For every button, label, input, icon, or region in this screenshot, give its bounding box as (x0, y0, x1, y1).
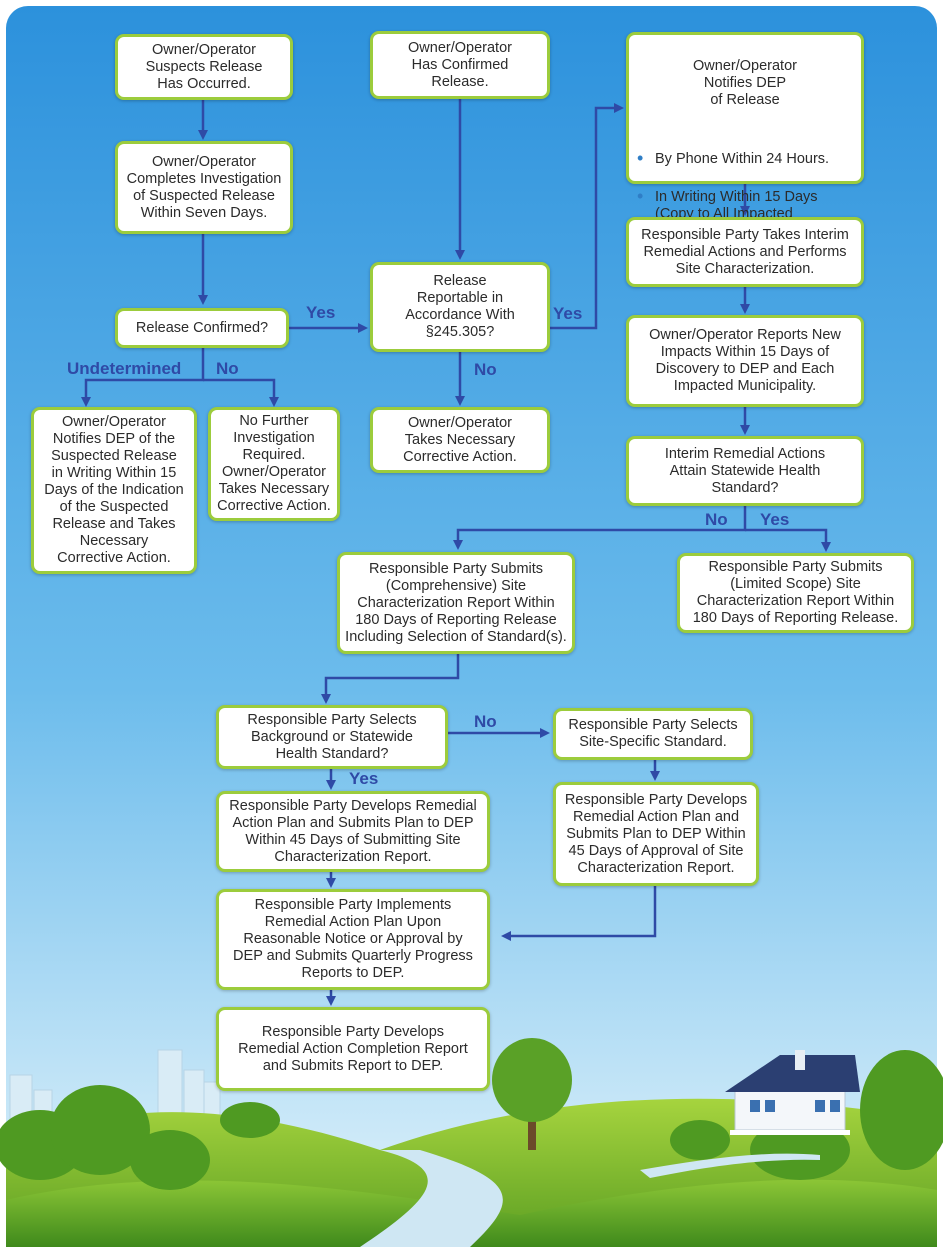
label-no-confirmed: No (216, 359, 239, 378)
box-interim-remedial-actions: Responsible Party Takes Interim Remedial… (626, 217, 864, 287)
arrow-attain-yes (745, 528, 831, 552)
arrow-undetermined (81, 343, 205, 407)
label-no-reportable: No (474, 360, 497, 379)
arrow-no-confirmed (203, 378, 279, 407)
label-yes-attain: Yes (760, 510, 790, 529)
box-notifies-dep: Owner/Operator Notifies DEP of Release B… (626, 32, 864, 239)
box-develops-plan-approval: Responsible Party Develops Remedial Acti… (553, 782, 759, 886)
stream (360, 1150, 503, 1247)
creek (640, 1153, 820, 1178)
label-yes-selects: Yes (349, 769, 379, 788)
box-reports-new-impacts: Owner/Operator Reports New Impacts Withi… (626, 315, 864, 407)
label-no-selects: No (474, 712, 497, 731)
notifies-dep-bullet: By Phone Within 24 Hours. (637, 150, 855, 168)
label-yes-reportable: Yes (553, 304, 583, 323)
trees-left (0, 1085, 280, 1190)
box-selects-standard-question: Responsible Party Selects Background or … (216, 705, 448, 769)
box-has-confirmed-release: Owner/Operator Has Confirmed Release. (370, 31, 550, 99)
box-attain-standard-question: Interim Remedial Actions Attain Statewid… (626, 436, 864, 506)
tree-trunk (528, 1100, 536, 1150)
box-release-confirmed-question: Release Confirmed? (115, 308, 289, 348)
box-limited-scope-report: Responsible Party Submits (Limited Scope… (677, 553, 914, 633)
label-yes-confirmed: Yes (306, 303, 336, 322)
box-notifies-suspected-release: Owner/Operator Notifies DEP of the Suspe… (31, 407, 197, 574)
box-site-specific-standard: Responsible Party Selects Site-Specific … (553, 708, 753, 760)
box-suspects-release: Owner/Operator Suspects Release Has Occu… (115, 34, 293, 100)
box-comprehensive-report: Responsible Party Submits (Comprehensive… (337, 552, 575, 654)
house (725, 1050, 860, 1135)
box-completion-report: Responsible Party Develops Remedial Acti… (216, 1007, 490, 1091)
box-no-further-investigation: No Further Investigation Required. Owner… (208, 407, 340, 521)
tree-crown (492, 1038, 572, 1122)
box-takes-corrective-action: Owner/Operator Takes Necessary Correctiv… (370, 407, 550, 473)
box-completes-investigation: Owner/Operator Completes Investigation o… (115, 141, 293, 234)
label-no-attain: No (705, 510, 728, 529)
arrow-attain-no (453, 503, 747, 550)
arrow-develops-implements (501, 884, 657, 941)
label-undetermined: Undetermined (67, 359, 182, 378)
arrow-reportable-notifies (547, 103, 624, 330)
box-implements-plan: Responsible Party Implements Remedial Ac… (216, 889, 490, 990)
notifies-dep-title: Owner/Operator Notifies DEP of Release (693, 58, 797, 108)
box-develops-plan-45-days: Responsible Party Develops Remedial Acti… (216, 791, 490, 872)
box-reportable-question: Release Reportable in Accordance With §2… (370, 262, 550, 352)
arrow-comprehensive-selects (321, 652, 460, 704)
